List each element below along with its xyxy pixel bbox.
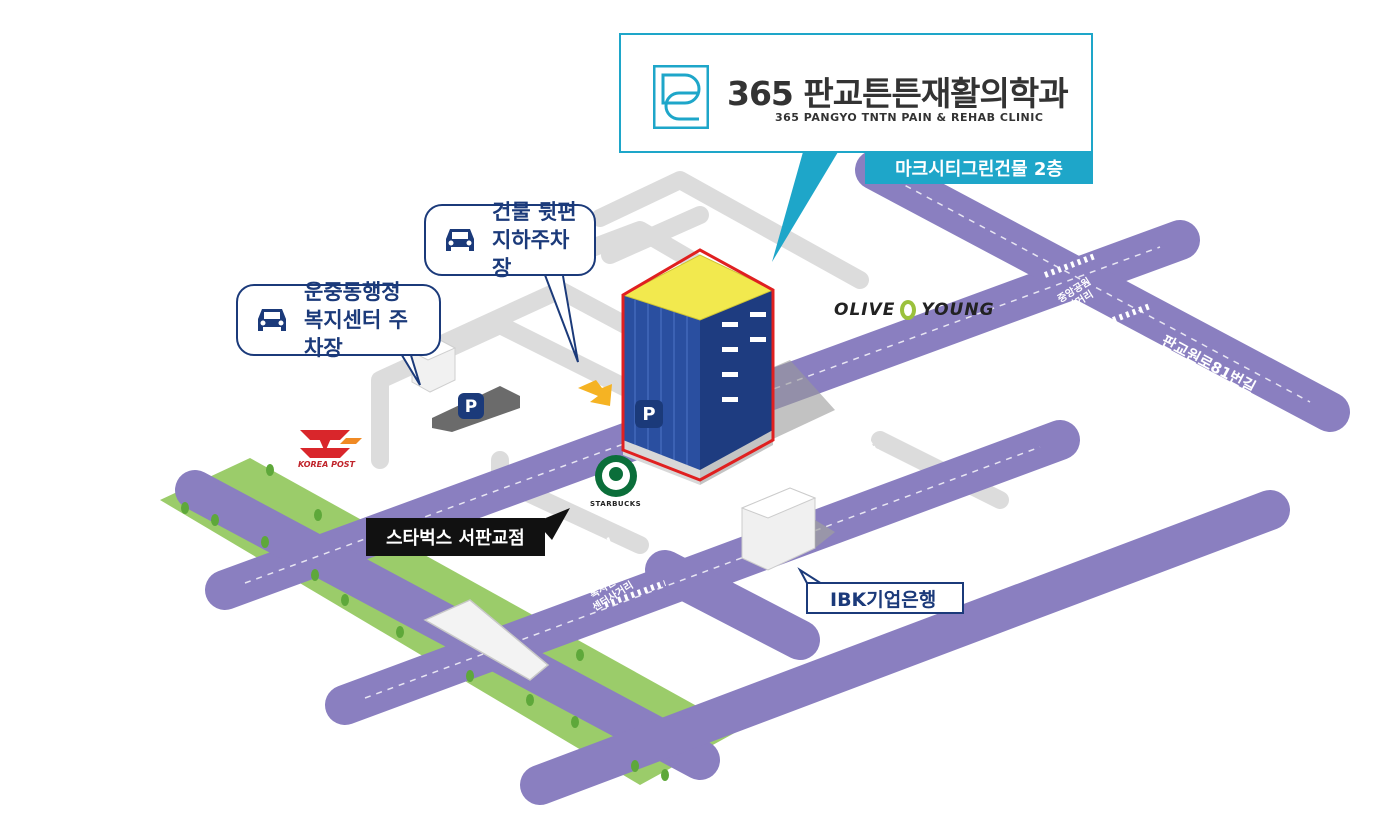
parking-marker-clinic: P: [642, 404, 655, 425]
rear-parking-line1: 건물 뒷편: [492, 200, 577, 224]
korea-post-logo-icon: [300, 430, 362, 458]
clinic-logo-icon: [653, 65, 709, 129]
welfare-parking-callout: 운중동행정 복지센터 주차장: [236, 280, 441, 360]
crosswalks: [553, 253, 1152, 608]
ibk-tag-pointer: [797, 567, 823, 586]
pedestrian-bridge: [423, 599, 550, 681]
rear-parking-callout: 건물 뒷편 지하주차장: [424, 200, 596, 280]
welfare-parking-pointer: [399, 351, 421, 386]
starbucks-logo-text: STARBUCKS: [590, 500, 642, 508]
car-icon: [446, 229, 474, 251]
korea-post-text: KOREA POST: [298, 460, 355, 469]
clinic-callout-pointer: [772, 152, 838, 262]
olive-icon: [900, 300, 917, 320]
starbucks-tag: 스타벅스 서판교점: [366, 518, 545, 556]
lane-markings: [244, 179, 1311, 699]
entrance-arrow: [578, 380, 612, 406]
park-trees: [181, 464, 669, 781]
parking-marker-welfare: P: [465, 397, 477, 417]
welfare-parking-line2: 복지센터 주차장: [304, 308, 408, 360]
clinic-name: 365 판교튼튼재활의학과: [727, 74, 1069, 113]
starbucks-logo-icon: [595, 455, 637, 497]
olive-young-right: YOUNG: [921, 300, 995, 320]
olive-young-logo: OLIVE YOUNG: [834, 298, 995, 322]
ibk-building: [740, 487, 835, 571]
welfare-parking-lot: P: [432, 386, 520, 432]
clinic-building: P: [621, 248, 775, 485]
olive-young-left: OLIVE: [834, 300, 896, 320]
clinic-name-en: 365 PANGYO TNTN PAIN & REHAB CLINIC: [775, 111, 1044, 124]
car-icon: [258, 309, 286, 331]
starbucks-tag-pointer: [536, 508, 570, 540]
ibk-tag: IBK기업은행: [806, 582, 965, 614]
rear-parking-pointer: [544, 274, 579, 363]
clinic-floor-tag: 마크시티그린건물 2층: [865, 152, 1093, 184]
welfare-parking-line1: 운중동행정: [304, 280, 401, 304]
roads: [175, 150, 1350, 805]
rear-parking-line2: 지하주차장: [492, 228, 570, 280]
clinic-sign: 365 판교튼튼재활의학과 365 PANGYO TNTN PAIN & REH…: [619, 33, 1093, 153]
